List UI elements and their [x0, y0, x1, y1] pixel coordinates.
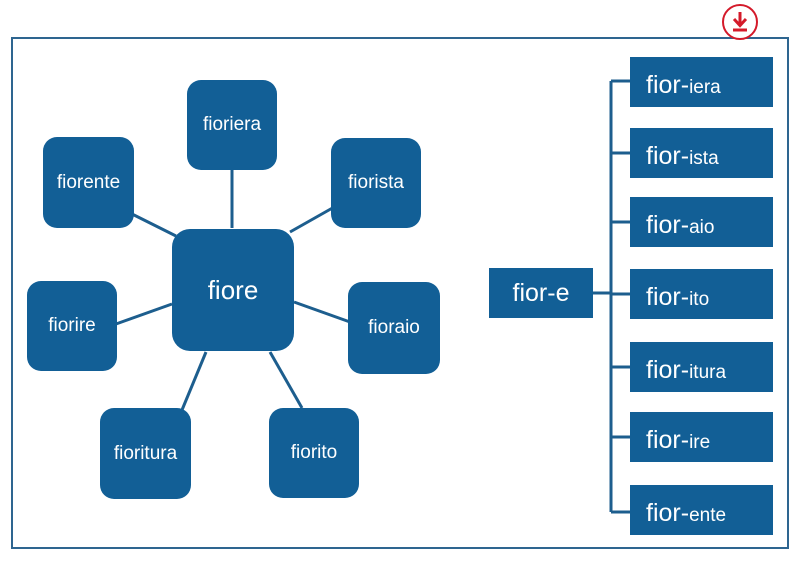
tree-root: fior-e	[489, 268, 593, 318]
tree-suffix: ito	[689, 289, 710, 310]
tree-stem: fior-	[646, 426, 690, 454]
tree-stem: fior-	[646, 356, 690, 384]
download-button[interactable]	[722, 4, 758, 40]
tree-item-aio: fior-aio	[630, 197, 773, 247]
tree-item-itura: fior-itura	[630, 342, 773, 392]
tree-suffix: iera	[689, 77, 721, 98]
diagram-frame	[11, 37, 789, 549]
node-fioraio: fioraio	[348, 282, 440, 374]
tree-suffix: ire	[689, 432, 711, 453]
node-fiorito: fiorito	[269, 408, 359, 498]
node-fiorista: fiorista	[331, 138, 421, 228]
tree-stem: fior-	[646, 499, 690, 527]
tree-stem: fior-	[646, 142, 690, 170]
tree-stem: fior-	[646, 283, 690, 311]
tree-item-ito: fior-ito	[630, 269, 773, 319]
tree-suffix: aio	[689, 217, 715, 238]
node-fiorire: fiorire	[27, 281, 117, 371]
download-icon	[732, 12, 748, 32]
tree-suffix: ista	[689, 148, 719, 169]
tree-suffix: ente	[689, 505, 727, 526]
tree-stem: fior-	[646, 211, 690, 239]
node-fiore: fiore	[172, 229, 294, 351]
tree-item-ista: fior-ista	[630, 128, 773, 178]
node-fiorente: fiorente	[43, 137, 134, 228]
tree-item-ire: fior-ire	[630, 412, 773, 462]
node-fioritura: fioritura	[100, 408, 191, 499]
tree-suffix: itura	[689, 362, 727, 383]
node-fioriera: fioriera	[187, 80, 277, 170]
tree-stem: fior-	[646, 71, 690, 99]
tree-item-ente: fior-ente	[630, 485, 773, 535]
tree-item-iera: fior-iera	[630, 57, 773, 107]
